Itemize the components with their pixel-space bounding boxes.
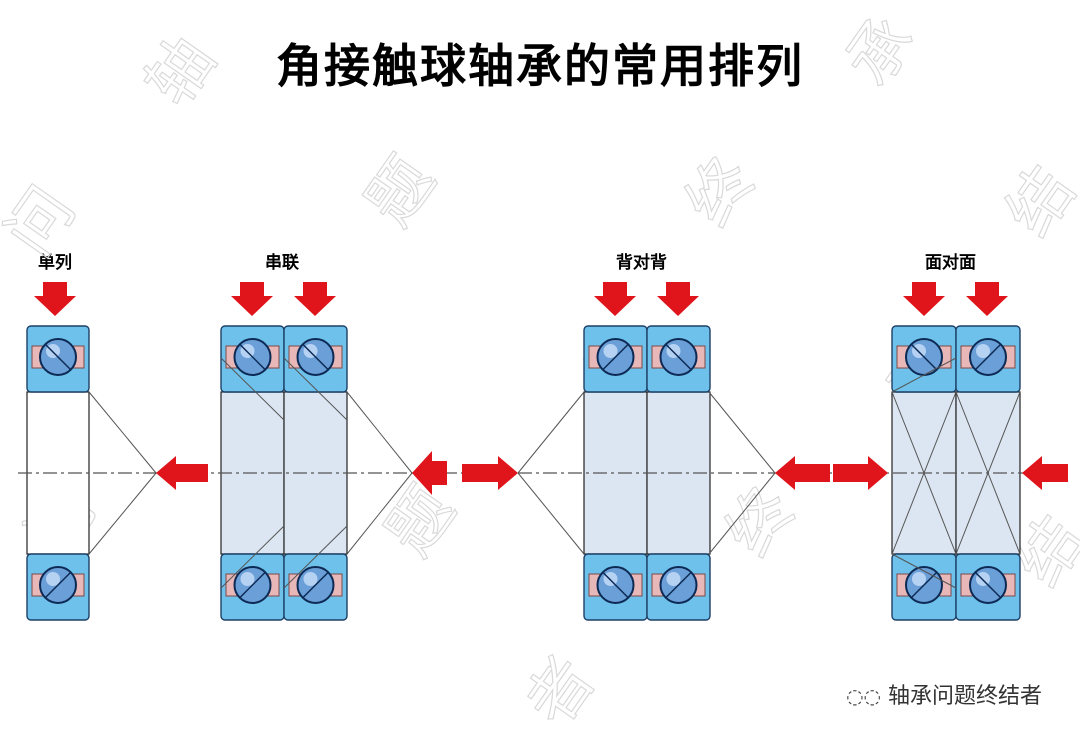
watermark-char: 题	[352, 144, 449, 239]
ball-contact-line	[301, 571, 330, 599]
contact-angle-line	[517, 391, 585, 474]
contact-angle-line	[955, 391, 1021, 555]
watermark-char: 轴	[132, 24, 229, 119]
down-load-arrow	[231, 282, 273, 316]
ball-contact-line	[601, 343, 630, 371]
watermark-char: 终	[672, 144, 769, 239]
ball-contact-line	[974, 343, 1002, 371]
ball-contact-line	[664, 343, 693, 371]
contact-angle-line	[891, 357, 957, 393]
axial-load-arrow-right	[833, 456, 888, 490]
label-single: 单列	[38, 253, 72, 273]
axial-load-arrow-left	[1022, 456, 1068, 490]
ball-highlight	[303, 572, 318, 586]
axial-load-arrow-left	[775, 456, 830, 490]
axial-load-arrow-left	[156, 456, 208, 490]
wechat-icon: ◌◌	[846, 684, 881, 708]
watermark-char: 者	[512, 644, 609, 739]
ball-highlight	[46, 572, 60, 586]
ball-highlight	[976, 344, 990, 358]
down-load-arrow	[294, 282, 336, 316]
contact-angle-line	[220, 357, 285, 421]
axial-load-arrow-left	[412, 451, 447, 495]
contact-angle-line	[517, 472, 585, 555]
contact-angle-line	[283, 357, 348, 421]
contact-angle-line	[283, 525, 348, 589]
contact-angle-line	[708, 391, 776, 474]
page-title: 角接触球轴承的常用排列	[276, 39, 804, 93]
contact-angle-line	[891, 553, 957, 589]
contact-angle-line	[220, 525, 285, 589]
contact-angle-line	[88, 391, 157, 474]
ball-contact-line	[44, 571, 72, 599]
ball-highlight	[603, 344, 618, 358]
wechat-account-watermark: ◌◌ 轴承问题终结者	[846, 678, 1042, 710]
ball-contact-line	[601, 571, 630, 599]
contact-angle-line	[708, 472, 776, 555]
contact-angle-line	[88, 472, 157, 555]
watermark-char: 承	[832, 4, 929, 99]
watermark-char: 题	[372, 474, 469, 569]
ball-highlight	[912, 572, 926, 586]
contact-angle-line	[346, 472, 413, 555]
watermark-char: 结	[992, 154, 1080, 249]
watermark-char: 问	[0, 174, 90, 269]
label-back-to-back: 背对背	[616, 253, 667, 273]
account-name: 轴承问题终结者	[887, 684, 1042, 709]
ball-contact-line	[238, 343, 267, 371]
force-arrows	[34, 282, 1068, 495]
ball-contact-line	[910, 571, 938, 599]
contact-lines	[18, 357, 1068, 589]
contact-angle-line	[891, 391, 957, 555]
label-face-to-face: 面对面	[925, 253, 976, 273]
down-load-arrow	[594, 282, 636, 316]
bearing-unit	[583, 325, 648, 621]
ball-contact-line	[664, 571, 693, 599]
watermark-char: 终	[712, 474, 809, 569]
down-load-arrow	[903, 282, 945, 316]
ball-highlight	[666, 572, 681, 586]
ball-highlight	[240, 572, 255, 586]
contact-angle-line	[346, 391, 413, 474]
down-load-arrow	[34, 282, 76, 316]
ball-contact-line	[974, 571, 1002, 599]
axial-load-arrow-right	[462, 456, 518, 490]
down-load-arrow	[966, 282, 1008, 316]
label-tandem: 串联	[265, 253, 299, 273]
ball-contact-line	[238, 571, 267, 599]
ball-contact-line	[44, 343, 72, 371]
ball-contact-line	[301, 343, 330, 371]
ball-contact-line	[910, 343, 938, 371]
down-load-arrow	[657, 282, 699, 316]
